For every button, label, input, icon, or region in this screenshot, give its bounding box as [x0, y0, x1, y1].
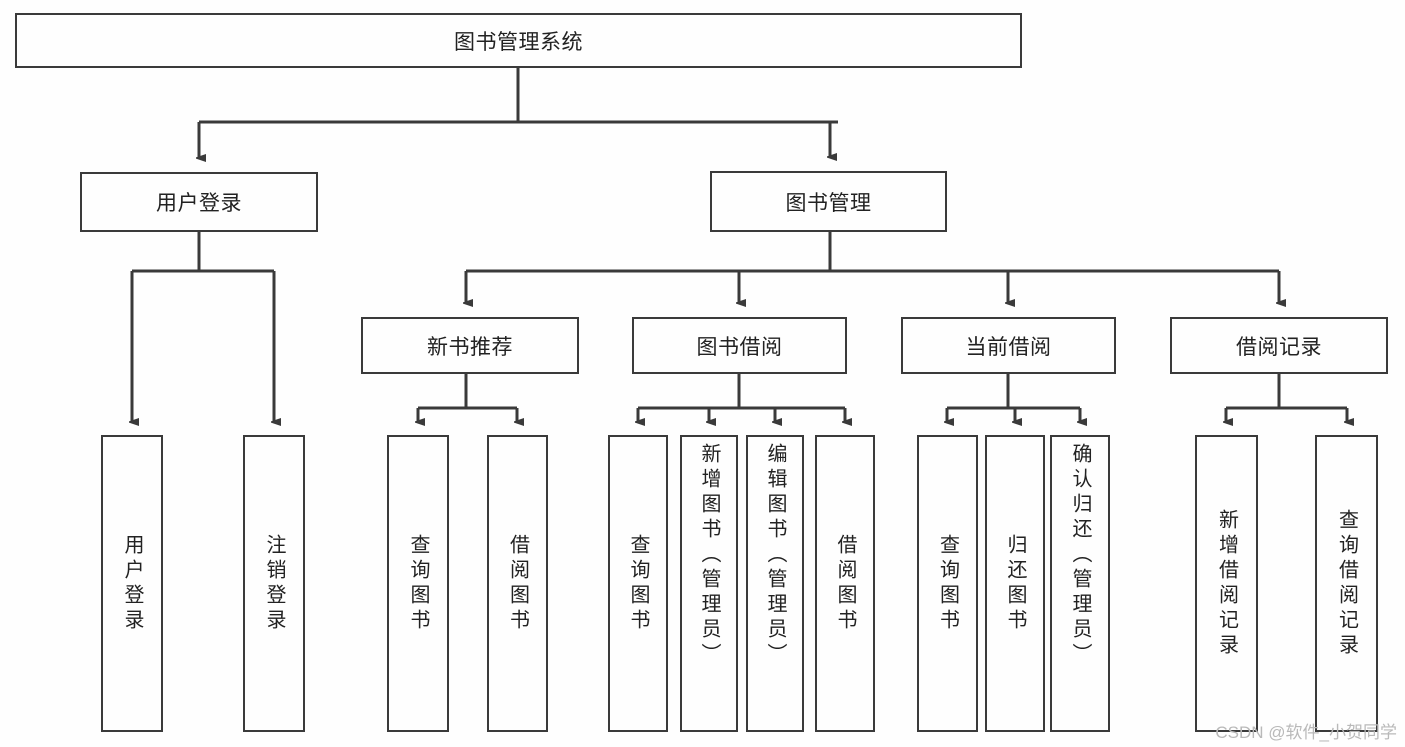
node-borrow-records-label: 借阅记录: [1236, 335, 1322, 359]
leaf-add-borrow-record[interactable]: 新增借阅记录: [1195, 435, 1258, 732]
leaf-user-login[interactable]: 用户登录: [101, 435, 163, 732]
node-book-borrow[interactable]: 图书借阅: [632, 317, 847, 374]
leaf-edit-book-admin-label: 编辑图书（管理员）: [764, 443, 786, 668]
node-root-label: 图书管理系统: [454, 30, 583, 54]
leaf-query-book-new-label: 查询图书: [407, 533, 429, 634]
leaf-user-logout-label: 注销登录: [263, 533, 285, 634]
leaf-query-book-borrow-label: 查询图书: [627, 533, 649, 634]
node-book-borrow-label: 图书借阅: [696, 335, 783, 359]
leaf-borrow-book-new[interactable]: 借阅图书: [487, 435, 548, 732]
leaf-return-book-label: 归还图书: [1004, 533, 1026, 634]
node-book-management[interactable]: 图书管理: [710, 171, 947, 232]
leaf-borrow-book-new-label: 借阅图书: [506, 533, 529, 634]
leaf-lend-book-label: 借阅图书: [834, 533, 856, 634]
leaf-lend-book[interactable]: 借阅图书: [815, 435, 875, 732]
leaf-add-book-admin-label: 新增图书（管理员）: [698, 443, 720, 668]
node-current-borrow-label: 当前借阅: [965, 335, 1052, 359]
csdn-watermark: CSDN @软件_小贺同学: [1215, 723, 1397, 742]
leaf-return-book[interactable]: 归还图书: [985, 435, 1045, 732]
leaf-query-book-current-label: 查询图书: [936, 533, 959, 634]
leaf-confirm-return-admin-label: 确认归还（管理员）: [1069, 443, 1091, 668]
leaf-user-logout[interactable]: 注销登录: [243, 435, 305, 732]
node-borrow-records[interactable]: 借阅记录: [1170, 317, 1388, 374]
node-user-login-label: 用户登录: [156, 192, 242, 215]
leaf-query-borrow-record-label: 查询借阅记录: [1335, 508, 1358, 659]
node-new-book-recommend-label: 新书推荐: [427, 335, 513, 359]
leaf-query-book-new[interactable]: 查询图书: [387, 435, 449, 732]
leaf-query-borrow-record[interactable]: 查询借阅记录: [1315, 435, 1378, 732]
leaf-query-book-borrow[interactable]: 查询图书: [608, 435, 668, 732]
leaf-confirm-return-admin[interactable]: 确认归还（管理员）: [1050, 435, 1110, 732]
node-current-borrow[interactable]: 当前借阅: [901, 317, 1116, 374]
node-root[interactable]: 图书管理系统: [15, 13, 1022, 68]
leaf-query-book-current[interactable]: 查询图书: [917, 435, 978, 732]
node-book-management-label: 图书管理: [785, 191, 872, 215]
leaf-add-book-admin[interactable]: 新增图书（管理员）: [680, 435, 738, 732]
leaf-user-login-label: 用户登录: [121, 533, 143, 634]
node-new-book-recommend[interactable]: 新书推荐: [361, 317, 579, 374]
leaf-add-borrow-record-label: 新增借阅记录: [1215, 508, 1238, 659]
node-user-login[interactable]: 用户登录: [80, 172, 318, 232]
leaf-edit-book-admin[interactable]: 编辑图书（管理员）: [746, 435, 804, 732]
